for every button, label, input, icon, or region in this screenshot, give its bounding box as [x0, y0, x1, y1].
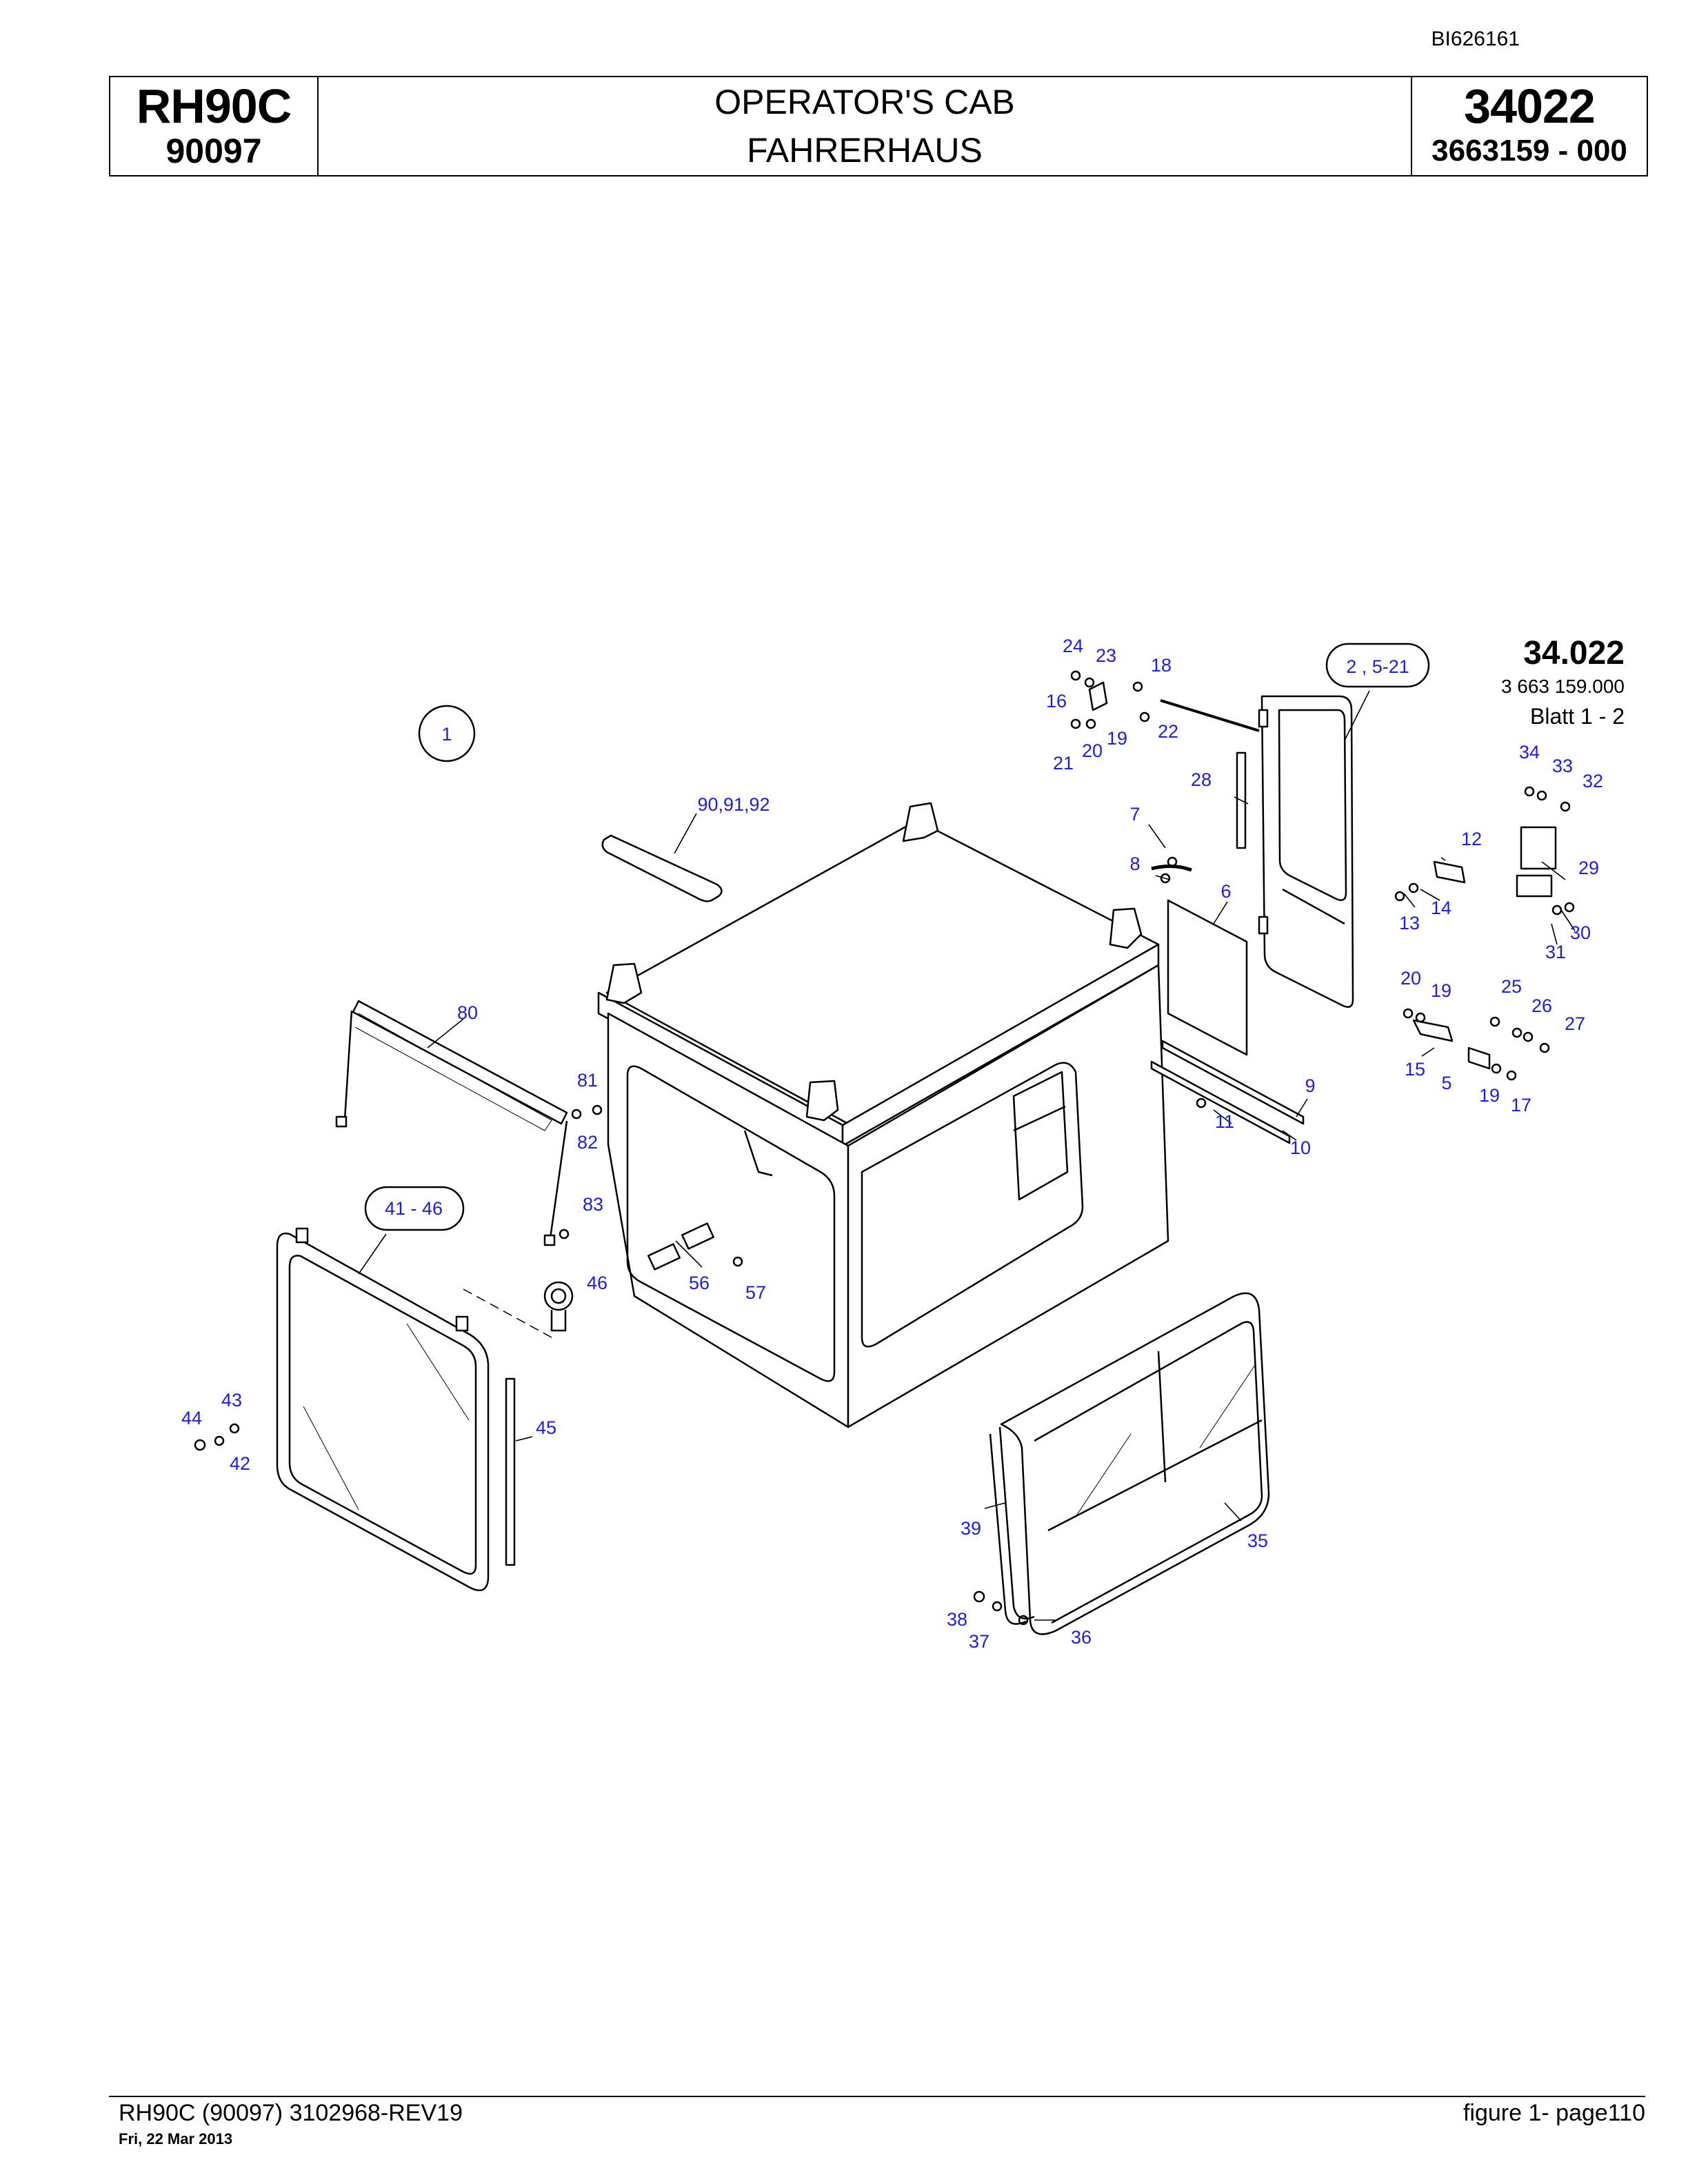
callout-14: 14 [1431, 898, 1451, 918]
callout-42: 42 [230, 1453, 250, 1474]
callout-38: 38 [947, 1609, 967, 1630]
model-cell: RH90C 90097 [110, 77, 319, 175]
group-cell: 34022 3663159 - 000 [1411, 77, 1647, 175]
callout-20-lower: 20 [1400, 968, 1421, 989]
callout-90-92: 90,91,92 [697, 794, 770, 815]
callout-81: 81 [577, 1070, 598, 1091]
callout-41-46: 41 - 46 [385, 1198, 443, 1219]
part-number: 3663159 - 000 [1431, 134, 1627, 168]
sunshade-part [335, 1000, 568, 1246]
callout-44: 44 [181, 1408, 202, 1428]
callout-28: 28 [1191, 769, 1212, 790]
callout-16: 16 [1046, 691, 1067, 711]
callout-43: 43 [221, 1390, 242, 1410]
callout-17: 17 [1511, 1095, 1531, 1115]
callout-82: 82 [577, 1132, 598, 1153]
figure-reference: 34.022 3 663 159.000 Blatt 1 - 2 [1501, 634, 1625, 732]
cab-body [597, 802, 1169, 1428]
callout-6: 6 [1220, 881, 1231, 902]
callout-29: 29 [1578, 858, 1599, 878]
callout-30: 30 [1570, 922, 1591, 943]
callout-10: 10 [1290, 1138, 1311, 1158]
footer-page-ref: figure 1- page110 [1463, 2100, 1645, 2126]
callout-34: 34 [1519, 742, 1540, 762]
callout-80: 80 [457, 1002, 478, 1023]
serial-number: 90097 [165, 132, 262, 170]
door-part [1150, 695, 1354, 1144]
footer-divider [109, 2096, 1645, 2097]
figure-number: 34.022 [1523, 635, 1625, 671]
callout-19-lower: 19 [1431, 980, 1451, 1001]
callout-circle-1 [418, 705, 476, 762]
roof-trim-part [601, 834, 723, 902]
callout-35: 35 [1247, 1530, 1268, 1551]
callout-11: 11 [1215, 1111, 1234, 1132]
callout-46: 46 [587, 1273, 607, 1293]
sliding-window-part [989, 1292, 1270, 1635]
callout-12: 12 [1461, 829, 1482, 849]
callout-25: 25 [1501, 976, 1522, 997]
title-cell: OPERATOR'S CAB FAHRERHAUS [319, 77, 1411, 175]
callout-7: 7 [1129, 804, 1140, 825]
footer-date: Fri, 22 Mar 2013 [119, 2130, 233, 2147]
callout-23: 23 [1096, 645, 1116, 666]
callout-9: 9 [1305, 1075, 1315, 1096]
callout-2-21: 2 , 5-21 [1346, 656, 1409, 677]
callout-20-upper: 20 [1082, 740, 1103, 761]
title-german: FAHRERHAUS [747, 131, 983, 170]
callout-oval-rear-window [364, 1186, 465, 1231]
callout-27: 27 [1565, 1013, 1585, 1034]
callout-56: 56 [689, 1273, 710, 1293]
group-number: 34022 [1464, 79, 1596, 133]
model-name: RH90C [136, 79, 292, 133]
callout-24: 24 [1063, 636, 1083, 656]
callout-oval-door [1325, 643, 1430, 688]
callout-32: 32 [1582, 771, 1603, 791]
figure-sheet: Blatt 1 - 2 [1530, 704, 1625, 729]
callout-18: 18 [1151, 655, 1172, 676]
callout-19-upper: 19 [1107, 728, 1127, 749]
rear-window-part [276, 1227, 490, 1592]
figure-part-number: 3 663 159.000 [1500, 676, 1625, 697]
callout-19-latch: 19 [1479, 1085, 1500, 1106]
callout-26: 26 [1531, 995, 1552, 1016]
callout-31: 31 [1545, 942, 1566, 962]
callout-36: 36 [1071, 1627, 1092, 1648]
callout-37: 37 [969, 1631, 989, 1652]
seal-strip-part [505, 1377, 516, 1566]
callout-45: 45 [536, 1417, 556, 1438]
document-id: BI626161 [1431, 28, 1520, 50]
leader-lines [358, 690, 1576, 1621]
callout-39: 39 [961, 1518, 981, 1539]
title-english: OPERATOR'S CAB [714, 83, 1015, 121]
callout-33: 33 [1552, 756, 1573, 776]
callout-13: 13 [1399, 913, 1420, 933]
title-block: RH90C 90097 OPERATOR'S CAB FAHRERHAUS 34… [109, 76, 1648, 176]
callout-22: 22 [1158, 721, 1178, 742]
callout-5: 5 [1441, 1073, 1451, 1093]
callout-57: 57 [745, 1282, 766, 1303]
callout-15: 15 [1405, 1059, 1425, 1080]
footer-document-ref: RH90C (90097) 3102968-REV19 [119, 2100, 463, 2126]
hinge-hardware [194, 670, 1575, 1626]
callout-83: 83 [583, 1194, 603, 1215]
callout-8: 8 [1129, 853, 1140, 874]
eye-bolt-part [463, 1281, 574, 1338]
callout-1: 1 [441, 724, 452, 745]
callout-21: 21 [1053, 753, 1074, 774]
